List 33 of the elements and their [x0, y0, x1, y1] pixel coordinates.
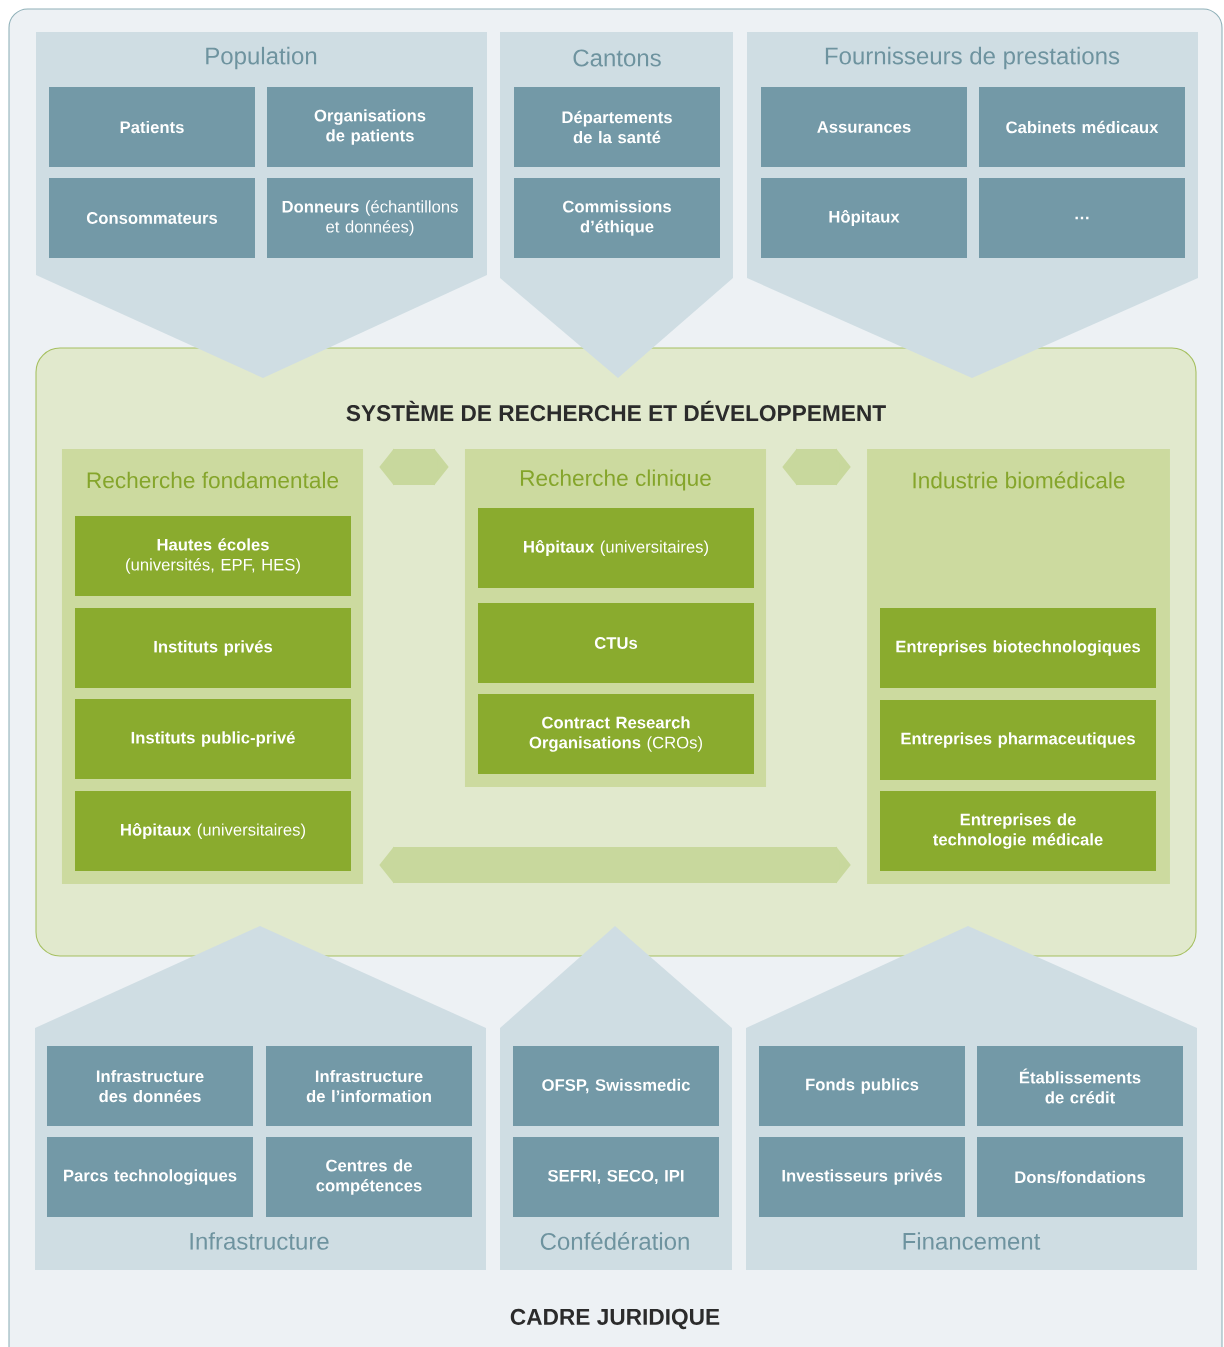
double-arrow [379, 448, 449, 486]
label-box: Consommateurs [49, 178, 255, 258]
label-box: Instituts privés [75, 608, 351, 688]
label-box: Entreprises de technologie médicale [880, 791, 1156, 871]
label-box: Établissements de crédit [977, 1046, 1183, 1126]
label-box: Infrastructure des données [47, 1046, 253, 1126]
label-box: Entreprises biotechnologiques [880, 608, 1156, 688]
label-box: Contract Research Organisations (CROs) [478, 694, 754, 774]
double-arrow [782, 448, 851, 486]
label-box: Hôpitaux [761, 178, 967, 258]
label-box: Centres de compétences [266, 1137, 472, 1217]
label-box: OFSP, Swissmedic [513, 1046, 719, 1126]
label-box: Commissions d’éthique [514, 178, 720, 258]
label-box: Infrastructure de l’information [266, 1046, 472, 1126]
label-box: Organisations de patients [267, 87, 473, 167]
label-box: CTUs [478, 603, 754, 683]
label-box: Départements de la santé [514, 87, 720, 167]
label-box: Instituts public-privé [75, 699, 351, 779]
label-box: Hautes écoles (universités, EPF, HES) [75, 516, 351, 596]
label-box: Entreprises pharmaceutiques [880, 700, 1156, 780]
label-box: Hôpitaux (universitaires) [75, 791, 351, 871]
label-box: Parcs technologiques [47, 1137, 253, 1217]
label-box: Fonds publics [759, 1046, 965, 1126]
label-box: Assurances [761, 87, 967, 167]
label-box: Donneurs (échantillons et données) [267, 178, 473, 258]
double-arrow [379, 846, 851, 884]
label-box: Patients [49, 87, 255, 167]
label-box: … [979, 178, 1185, 258]
label-box: Investisseurs privés [759, 1137, 965, 1217]
label-box: SEFRI, SECO, IPI [513, 1137, 719, 1217]
label-box: Cabinets médicaux [979, 87, 1185, 167]
label-box: Hôpitaux (universitaires) [478, 508, 754, 588]
label-box: Dons/fondations [977, 1137, 1183, 1217]
